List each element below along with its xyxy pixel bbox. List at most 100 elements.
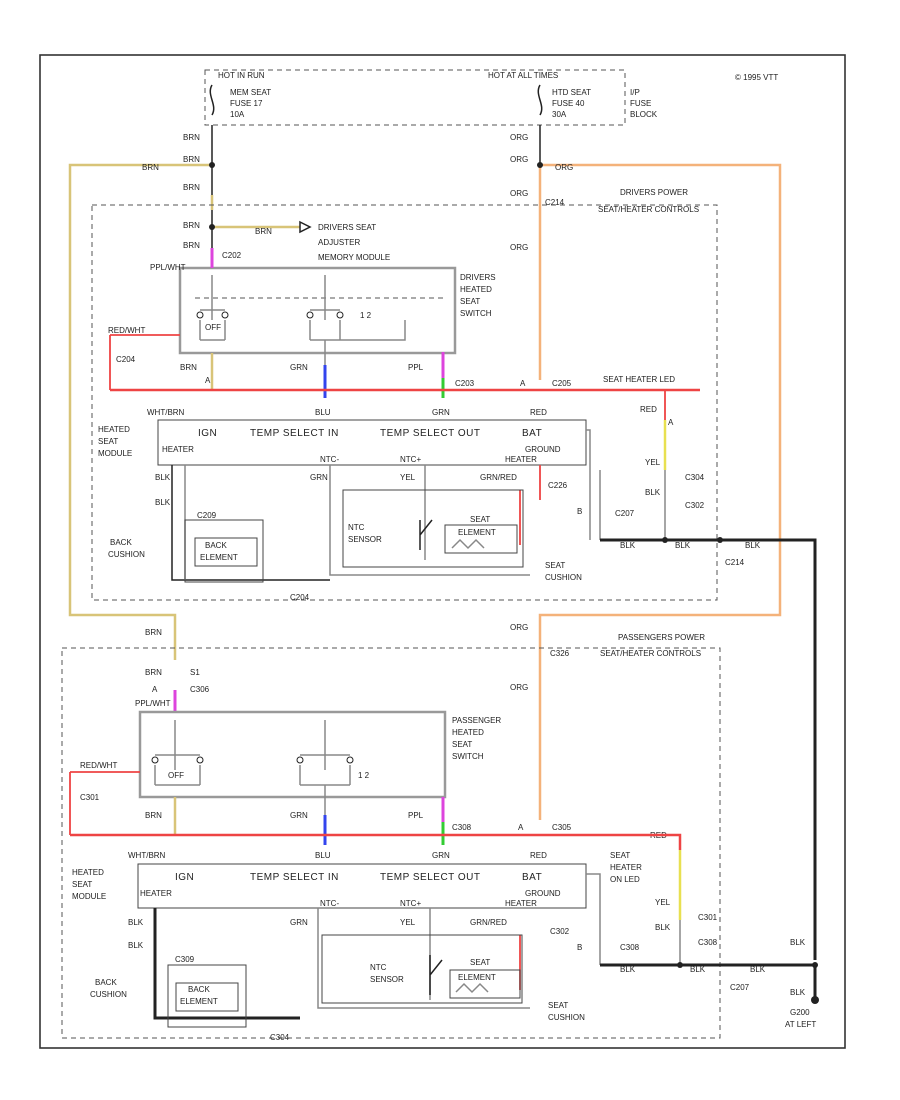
- mem-seat-fuse-symbol: [209, 84, 215, 116]
- pin-a-drv-1: A: [205, 376, 211, 385]
- red-label-led: RED: [640, 405, 657, 414]
- c308-g-label: C308: [620, 943, 640, 952]
- org-label-2: ORG: [510, 155, 528, 164]
- driver-controls-label-1: DRIVERS POWER: [620, 188, 688, 197]
- pass-pin-temp-out: TEMP SELECT OUT: [380, 872, 480, 883]
- drv-bottom-heater-1: HEATER: [162, 445, 194, 454]
- c214-right-label: C214: [725, 558, 745, 567]
- fuse-block: HOT IN RUN HOT AT ALL TIMES MEM SEAT FUS…: [204, 69, 658, 126]
- blk-label-ground: BLK: [790, 988, 806, 997]
- pin-a-drv-2: A: [520, 379, 526, 388]
- grn-label-pass: GRN: [432, 851, 450, 860]
- pass-back-element: [175, 982, 239, 1012]
- drv-module-label-2: SEAT: [98, 437, 118, 446]
- red-wht-label-2: RED/WHT: [80, 761, 117, 770]
- drv-seat-cushion-2: CUSHION: [545, 573, 582, 582]
- driver-switch-label-3: SEAT: [460, 297, 480, 306]
- c306-label: C306: [190, 685, 210, 694]
- drv-pin-temp-in: TEMP SELECT IN: [250, 428, 339, 439]
- blk-label-pg4: BLK: [790, 938, 806, 947]
- copyright-note: © 1995 VTT: [735, 73, 778, 82]
- drv-pin-ign: IGN: [198, 428, 217, 439]
- driver-switch-label-4: SWITCH: [460, 309, 492, 318]
- brn-label-7: BRN: [183, 241, 200, 250]
- grn-label-sw: GRN: [290, 363, 308, 372]
- wht-brn-label-drv: WHT/BRN: [147, 408, 185, 417]
- c326-label: C326: [550, 649, 570, 658]
- blk-label-pg2: BLK: [690, 965, 706, 974]
- red-label-pass: RED: [530, 851, 547, 860]
- wht-brn-label-pass: WHT/BRN: [128, 851, 166, 860]
- driver-switch-1-2-label: 1 2: [360, 311, 372, 320]
- htd-seat-fuse-rating: 30A: [552, 110, 567, 119]
- pass-seat-element: [449, 969, 521, 999]
- org-label-4: ORG: [510, 189, 528, 198]
- drv-back-element-2: ELEMENT: [200, 553, 238, 562]
- pass-module-label-3: MODULE: [72, 892, 106, 901]
- c207-label: C207: [615, 509, 635, 518]
- pass-pin-temp-in: TEMP SELECT IN: [250, 872, 339, 883]
- hot-in-run-label: HOT IN RUN: [218, 71, 265, 80]
- ip-label: I/P: [630, 88, 640, 97]
- drv-module-ground: GROUND: [525, 445, 561, 454]
- htd-seat-fuse-number: FUSE 40: [552, 99, 585, 108]
- pin-a-pass-bus: A: [518, 823, 524, 832]
- brn-label-p1: BRN: [145, 628, 162, 637]
- brn-label-p3: BRN: [145, 811, 162, 820]
- org-label-3: ORG: [555, 163, 573, 172]
- brn-label-p2: BRN: [145, 668, 162, 677]
- pass-controls-label-2: SEAT/HEATER CONTROLS: [600, 649, 701, 658]
- grn-label-drv-2: GRN: [310, 473, 328, 482]
- drv-seat-cushion-1: SEAT: [545, 561, 565, 570]
- red-label-drv: RED: [530, 408, 547, 417]
- pass-back-element-2: ELEMENT: [180, 997, 218, 1006]
- pass-switch-1-2-label: 1 2: [358, 771, 370, 780]
- pass-back-cushion-box: [167, 964, 247, 1028]
- c207-pass-label: C207: [730, 983, 750, 992]
- blk-label-drv-1: BLK: [155, 473, 171, 482]
- blu-label-drv: BLU: [315, 408, 331, 417]
- pin-b-drv: B: [577, 507, 582, 516]
- pass-back-element-1: BACK: [188, 985, 210, 994]
- driver-switch-label-1: DRIVERS: [460, 273, 496, 282]
- block-label: BLOCK: [630, 110, 658, 119]
- pass-seat-cushion-box: [321, 934, 523, 1004]
- drv-bottom-heater-2: HEATER: [505, 455, 537, 464]
- org-label-7: ORG: [510, 683, 528, 692]
- drv-back-cushion-box: [184, 519, 264, 583]
- blk-label-p2: BLK: [128, 941, 144, 950]
- grn-label-p: GRN: [290, 811, 308, 820]
- driver-controls-label-2: SEAT/HEATER CONTROLS: [598, 205, 699, 214]
- c202-label: C202: [222, 251, 242, 260]
- drv-seat-element-1: SEAT: [470, 515, 490, 524]
- brn-label-sw: BRN: [180, 363, 197, 372]
- htd-seat-fuse-symbol: [537, 84, 543, 116]
- ppl-label-p: PPL: [408, 811, 424, 820]
- brown-feed-wires: BRN BRN BRN BRN BRN BRN BRN: [68, 125, 312, 660]
- driver-switch-box: [178, 266, 457, 355]
- driver-heated-seat-module: [157, 419, 587, 466]
- c203-label: C203: [455, 379, 475, 388]
- blk-label-drv-2: BLK: [155, 498, 171, 507]
- drv-module-label-1: HEATED: [98, 425, 130, 434]
- pass-switch-off-label: OFF: [168, 771, 184, 780]
- drv-ntc-sensor-1: NTC: [348, 523, 365, 532]
- driver-ground-wire: [600, 538, 817, 960]
- s1-label: S1: [190, 668, 200, 677]
- blk-label-led: BLK: [645, 488, 661, 497]
- c304-label: C304: [685, 473, 705, 482]
- c302-label: C302: [685, 501, 705, 510]
- pass-ntc-sensor-2: SENSOR: [370, 975, 404, 984]
- pass-switch-label-4: SWITCH: [452, 752, 484, 761]
- drv-back-element-1: BACK: [205, 541, 227, 550]
- pass-bottom-heater-1: HEATER: [140, 889, 172, 898]
- ylw-label-pled: YEL: [655, 898, 671, 907]
- blk-label-pg1: BLK: [620, 965, 636, 974]
- drv-back-cushion-1: BACK: [110, 538, 132, 547]
- fuse-block-outline: [204, 69, 626, 126]
- blk-label-g3: BLK: [745, 541, 761, 550]
- c308-label: C308: [452, 823, 472, 832]
- blk-label-pled: BLK: [655, 923, 671, 932]
- pin-b-pass: B: [577, 943, 582, 952]
- blk-label-p1: BLK: [128, 918, 144, 927]
